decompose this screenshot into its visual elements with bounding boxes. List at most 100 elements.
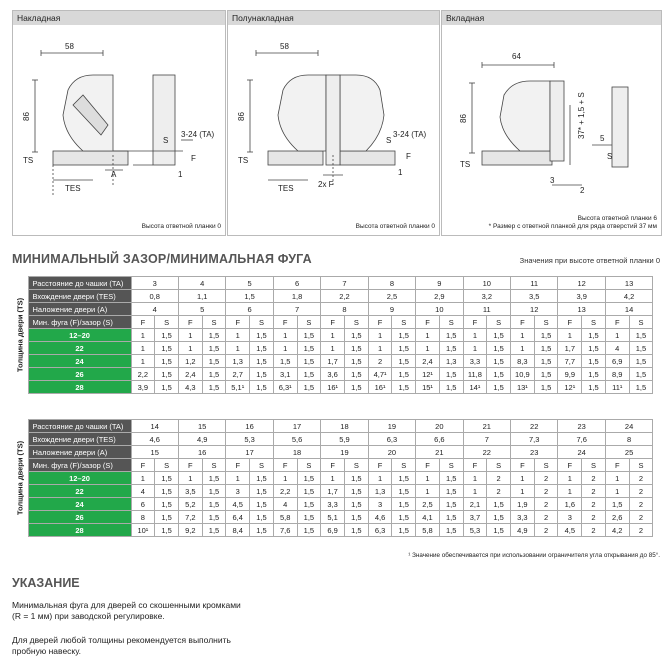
value-cell: 1,5 xyxy=(343,497,369,511)
value-cell: 1,5 xyxy=(486,354,511,368)
value-cell: 2,4 xyxy=(177,367,203,381)
note-line: Минимальная фуга для дверей со скошенным… xyxy=(12,600,241,610)
header-cell: 18 xyxy=(320,419,369,433)
header-cell: 3,9 xyxy=(557,289,606,303)
value-cell: 2,7 xyxy=(225,367,251,381)
header-cell: 14 xyxy=(604,302,654,316)
label-s: S xyxy=(386,136,391,145)
panel-title: Накладная xyxy=(13,11,226,25)
header-cell: 4,9 xyxy=(177,432,227,446)
value-cell: 1,7 xyxy=(320,484,345,498)
value-cell: 1,5 xyxy=(581,380,606,394)
fs-header-s: S xyxy=(296,458,322,472)
value-cell: 1 xyxy=(130,471,156,485)
value-cell: 2 xyxy=(533,497,559,511)
value-cell: 1,5 xyxy=(533,380,559,394)
side-label-cell: Толщина двери (TS) xyxy=(12,420,28,537)
value-cell: 4,7¹ xyxy=(367,367,393,381)
header-cell: 19 xyxy=(320,445,369,459)
value-cell: 8,4 xyxy=(225,523,251,537)
value-cell: 4,3 xyxy=(177,380,203,394)
value-cell: 1,5 xyxy=(296,341,322,355)
value-cell: 1 xyxy=(604,484,630,498)
value-cell: 3,3 xyxy=(510,510,535,524)
value-cell: 1,5 xyxy=(343,471,369,485)
value-cell: 1,5 xyxy=(343,510,369,524)
value-cell: 1,3 xyxy=(367,484,393,498)
header-cell: 11 xyxy=(462,302,512,316)
label-ta: 37* + 1,5 + S xyxy=(577,92,586,139)
value-cell: 1,5 xyxy=(296,523,322,537)
header-row-ta: Толщина двери (TS)Расстояние до чашки (T… xyxy=(12,276,654,372)
header-row-ta: Толщина двери (TS)Расстояние до чашки (T… xyxy=(12,419,654,515)
value-cell: 1 xyxy=(557,484,583,498)
value-cell: 1,5 xyxy=(438,380,464,394)
row-label: Наложение двери (A) xyxy=(27,302,132,316)
value-cell: 3,3 xyxy=(320,497,345,511)
value-cell: 4,9 xyxy=(510,523,535,537)
header-cell: 4 xyxy=(177,276,227,290)
value-cell: 2,1 xyxy=(462,497,488,511)
value-cell: 1 xyxy=(367,328,393,342)
value-cell: 1,6 xyxy=(557,497,583,511)
fs-header-f: F xyxy=(604,458,630,472)
fs-header-s: S xyxy=(154,315,179,329)
value-cell: 4,1 xyxy=(415,510,440,524)
drawing-panels: Накладная 58 86 3-24 (TA) xyxy=(12,10,662,236)
value-cell: 2,4 xyxy=(415,354,440,368)
value-cell: 13¹ xyxy=(510,380,535,394)
fs-header-s: S xyxy=(533,315,559,329)
value-cell: 2,2 xyxy=(272,484,298,498)
value-cell: 1 xyxy=(320,341,345,355)
value-cell: 5,8 xyxy=(272,510,298,524)
hinge-drawing-overlay: 58 86 3-24 (TA) TS TES A S F 1 xyxy=(22,42,215,195)
header-cell: 16 xyxy=(177,445,227,459)
panel-note-2: * Размер с ответной планкой для ряда отв… xyxy=(488,223,657,230)
value-cell: 2 xyxy=(628,523,654,537)
value-cell: 2 xyxy=(486,484,511,498)
value-cell: 1 xyxy=(177,471,203,485)
value-cell: 6,3 xyxy=(367,523,393,537)
fs-header-s: S xyxy=(581,315,606,329)
fs-header-s: S xyxy=(438,315,464,329)
label-2xf: 2x F xyxy=(318,180,334,189)
value-cell: 3,9 xyxy=(130,380,156,394)
row-label: Наложение двери (A) xyxy=(27,445,132,459)
value-cell: 9,2 xyxy=(177,523,203,537)
value-cell: 1,5 xyxy=(391,328,417,342)
value-cell: 2 xyxy=(628,510,654,524)
header-cell: 11 xyxy=(509,276,559,290)
value-cell: 1,5 xyxy=(249,510,274,524)
header-cell: 7 xyxy=(272,302,322,316)
fs-header-s: S xyxy=(628,315,654,329)
row-label: Вхождение двери (TES) xyxy=(27,289,132,303)
value-cell: 1,5 xyxy=(296,380,322,394)
value-cell: 2,6 xyxy=(604,510,630,524)
fs-header-f: F xyxy=(320,315,345,329)
header-cell: 24 xyxy=(557,445,606,459)
value-cell: 14¹ xyxy=(462,380,488,394)
label-f: F xyxy=(406,152,411,161)
value-cell: 2 xyxy=(581,484,606,498)
fs-header-s: S xyxy=(343,458,369,472)
fs-header-f: F xyxy=(367,458,393,472)
value-cell: 1,5 xyxy=(533,354,559,368)
header-cell: 25 xyxy=(604,445,654,459)
header-cell: 7 xyxy=(320,276,369,290)
value-cell: 16¹ xyxy=(320,380,345,394)
fs-header-f: F xyxy=(320,458,345,472)
header-cell: 15 xyxy=(130,445,179,459)
value-cell: 2 xyxy=(581,471,606,485)
value-cell: 1 xyxy=(130,341,156,355)
value-cell: 1,5 xyxy=(438,328,464,342)
value-cell: 1,5 xyxy=(201,328,227,342)
value-cell: 1 xyxy=(415,471,440,485)
header-cell: 3,5 xyxy=(509,289,559,303)
fs-header-f: F xyxy=(415,315,440,329)
fs-header-s: S xyxy=(249,315,274,329)
header-cell: 6,6 xyxy=(415,432,464,446)
value-cell: 1 xyxy=(510,471,535,485)
value-cell: 1,5 xyxy=(486,341,511,355)
header-cell: 19 xyxy=(367,419,417,433)
